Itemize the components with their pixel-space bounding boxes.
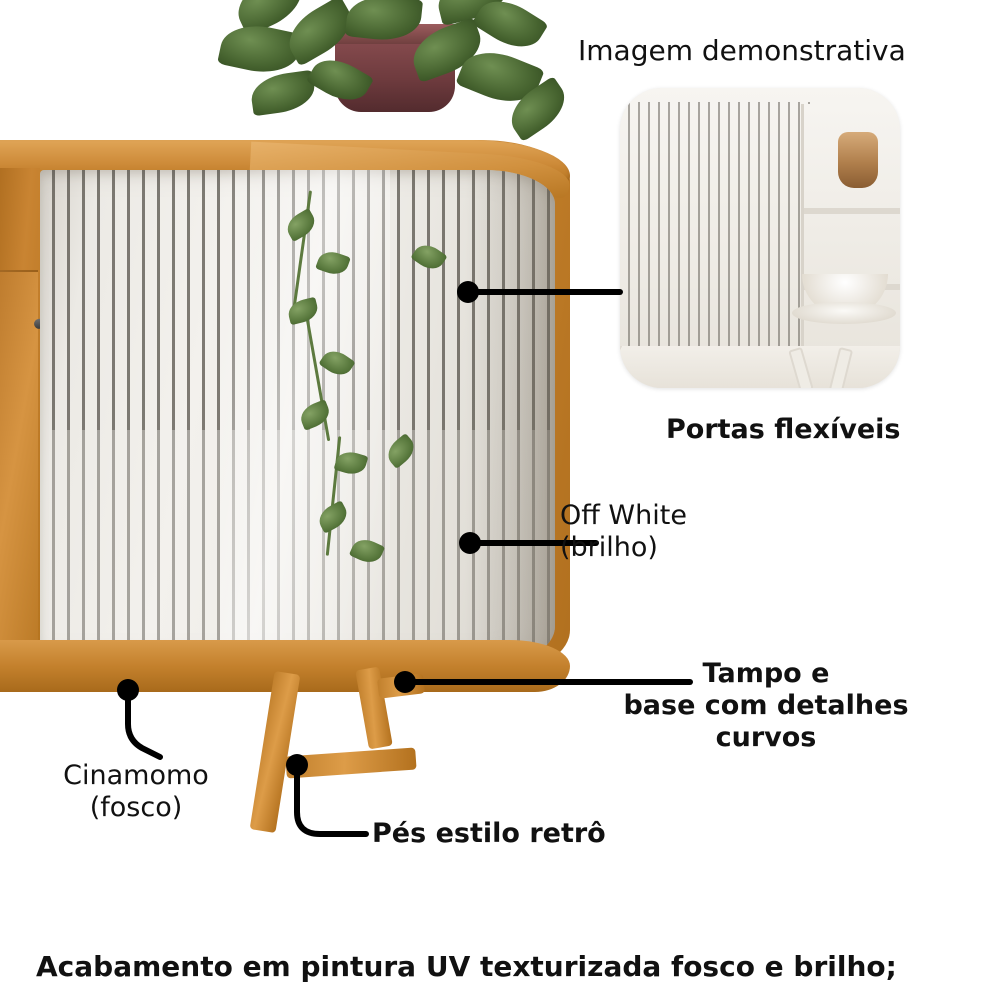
footer-caption: Acabamento em pintura UV texturizada fos…	[36, 950, 897, 983]
inset-slatted-door	[620, 102, 815, 370]
callout-label-portas-flexiveis: Portas flexíveis	[666, 414, 901, 445]
callout-label-off-white: Off White (brilho)	[560, 500, 687, 563]
callout-label-tampo-base: Tampo e base com detalhes curvos	[623, 658, 909, 753]
retro-leg-crossbar	[285, 747, 417, 779]
slatted-door	[40, 170, 555, 660]
sideboard-left-door	[0, 270, 38, 652]
inset-marble-floor	[620, 346, 900, 388]
door-slat-pattern-upper	[40, 170, 555, 430]
callout-label-pes-retro: Pés estilo retrô	[372, 818, 606, 849]
inset-vase	[838, 132, 878, 188]
inset-plate	[792, 302, 896, 324]
callout-label-cinamomo: Cinamomo (fosco)	[63, 760, 209, 823]
retro-leg-front	[249, 670, 301, 834]
retro-leg-brace	[376, 673, 426, 699]
inset-caption-top: Imagem demonstrativa	[578, 34, 906, 67]
decorative-plant	[215, 0, 575, 200]
inset-demo-photo	[620, 88, 900, 388]
